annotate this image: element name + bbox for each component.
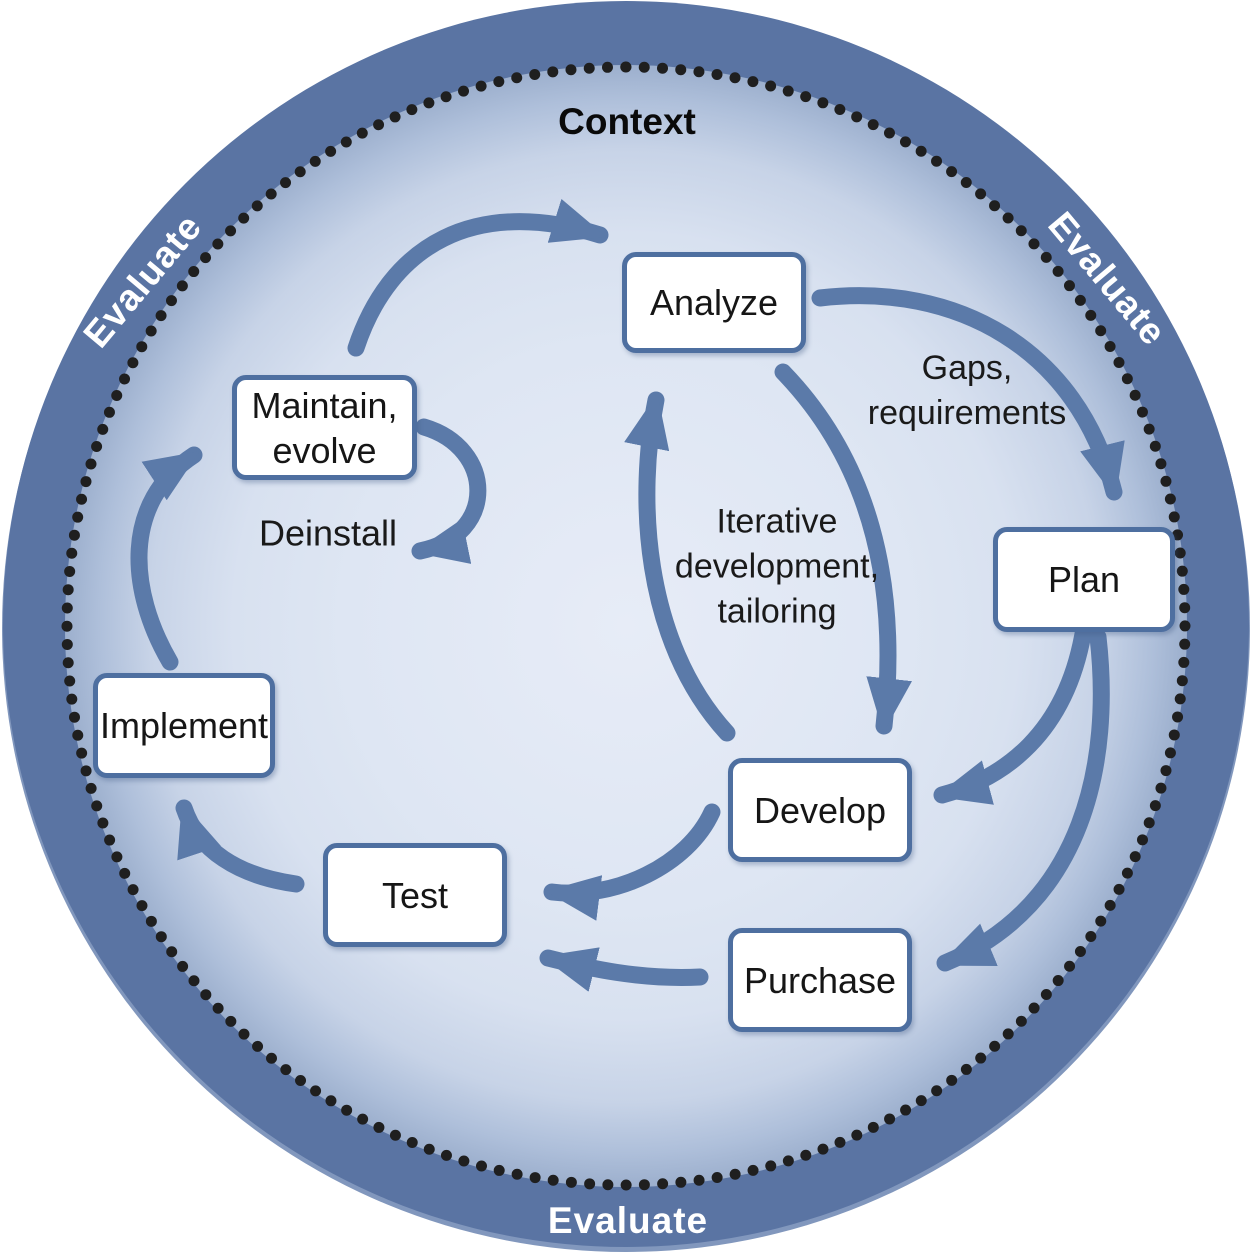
node-plan: Plan (993, 527, 1175, 632)
node-develop: Develop (728, 758, 912, 862)
arrow-develop-to-test (543, 803, 721, 921)
node-purchase: Purchase (728, 928, 912, 1032)
node-analyze: Analyze (622, 252, 806, 353)
arrow-analyze-to-plan (811, 287, 1125, 501)
node-implement: Implement (93, 673, 275, 778)
context-label: Context (558, 101, 696, 142)
annotation-deinstall: Deinstall (258, 512, 398, 554)
arrow-plan-to-purchase (936, 628, 1110, 972)
arrow-implement-to-maintain (130, 446, 203, 671)
arrow-test-to-implement (175, 799, 305, 893)
arrow-plan-to-develop (933, 625, 1092, 805)
arrow-analyze-to-develop (774, 363, 912, 735)
annotation-gaps-requirements: Gaps, requirements (867, 349, 1067, 432)
arrow-maintain-to-deinstall (411, 418, 487, 564)
arrow-develop-to-analyze (624, 391, 736, 742)
node-test: Test (323, 843, 507, 947)
annotation-iterative-development: Iterative development, tailoring (674, 502, 880, 631)
evaluate-label-bottom: Evaluate (547, 1200, 709, 1241)
arrow-purchase-to-test (539, 947, 709, 992)
dotted-context-boundary (61, 61, 1191, 1191)
node-maintain-evolve: Maintain, evolve (232, 375, 417, 480)
arrow-maintain-to-analyze (347, 198, 609, 357)
